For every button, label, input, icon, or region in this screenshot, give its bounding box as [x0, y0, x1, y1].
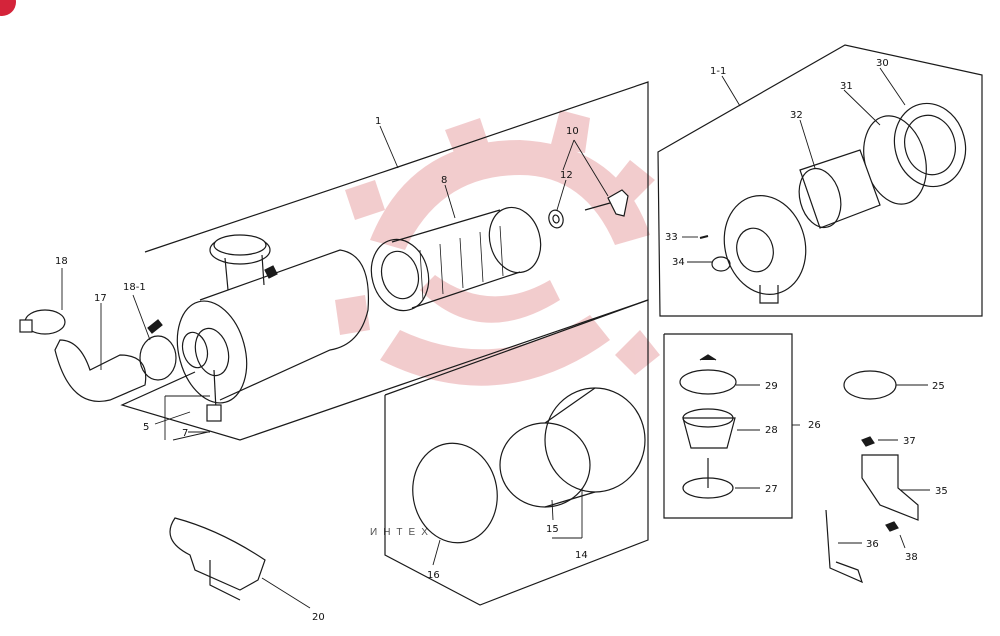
- callout-31: 31: [840, 81, 853, 92]
- callout-7: 7: [182, 428, 188, 439]
- callout-28: 28: [765, 425, 778, 436]
- callout-15: 15: [546, 524, 559, 535]
- leader-lines: [61, 67, 930, 609]
- group-outlines: [120, 44, 983, 606]
- watermark-text: ИНТЕХ: [370, 527, 434, 538]
- main-housing: [176, 234, 370, 422]
- callout-5: 5: [143, 422, 149, 433]
- filter-element: [370, 206, 542, 312]
- callout-14: 14: [575, 550, 588, 561]
- callout-33: 33: [665, 232, 678, 243]
- callout-26: 26: [808, 420, 821, 431]
- corner-mark-icon: [0, 0, 16, 16]
- washer-and-wingbolt: [548, 189, 629, 229]
- callout-32: 32: [790, 110, 803, 121]
- callout-labels: 1 1-1 5 7 8 10 12 14 15 16 17 18 18-1 20…: [55, 58, 948, 623]
- callout-12: 12: [560, 170, 573, 181]
- clamp-ring-and-tubes: [412, 387, 646, 544]
- callout-1-1: 1-1: [710, 66, 726, 77]
- callout-35: 35: [935, 486, 948, 497]
- callout-29: 29: [765, 381, 778, 392]
- callout-27: 27: [765, 484, 778, 495]
- callout-37: 37: [903, 436, 916, 447]
- callout-8: 8: [441, 175, 447, 186]
- precleaner-assembly: [699, 102, 967, 304]
- support-bracket: [169, 517, 266, 601]
- callout-30: 30: [876, 58, 889, 69]
- callout-16: 16: [427, 570, 440, 581]
- inlet-elbow-and-clamps: [19, 309, 177, 402]
- callout-10: 10: [566, 126, 579, 137]
- callout-1: 1: [375, 116, 381, 127]
- watermark-logo: [335, 110, 660, 386]
- callout-25: 25: [932, 381, 945, 392]
- callout-34: 34: [672, 257, 685, 268]
- callout-18: 18: [55, 256, 68, 267]
- callout-20: 20: [312, 612, 325, 623]
- callout-17: 17: [94, 293, 107, 304]
- callout-18-1: 18-1: [123, 282, 146, 293]
- callout-36: 36: [866, 539, 879, 550]
- callout-38: 38: [905, 552, 918, 563]
- bracket-parts: [825, 436, 919, 584]
